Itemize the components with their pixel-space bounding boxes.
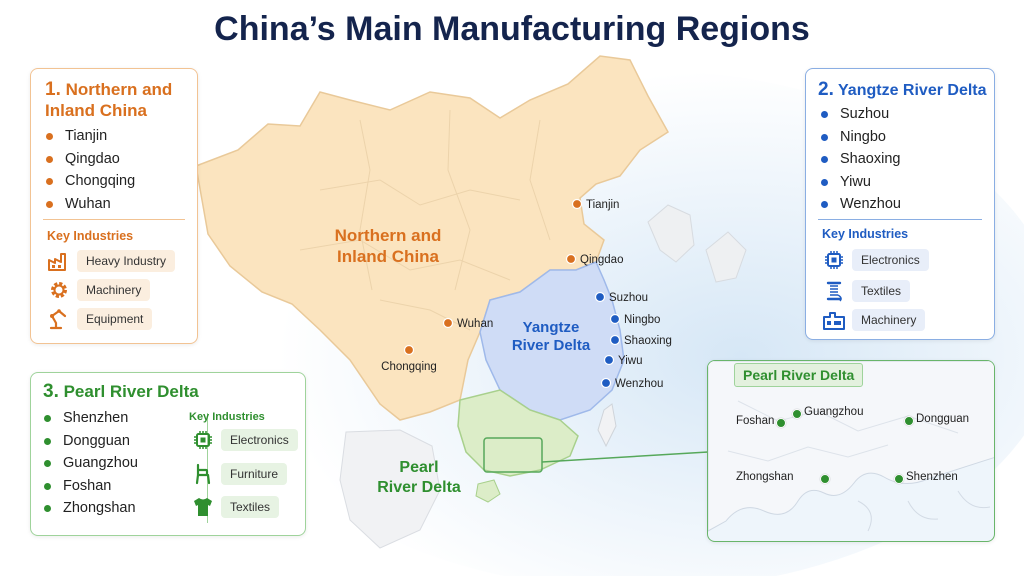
pearl-delta-highlight <box>483 437 543 473</box>
list-item: Tianjin <box>43 125 193 148</box>
list-item: Qingdao <box>43 148 193 171</box>
list-item: Zhongshan <box>41 497 201 520</box>
list-item: Wenzhou <box>818 193 988 216</box>
yangtze-region-panel: 2. Yangtze River Delta Suzhou Ningbo Sha… <box>805 68 995 340</box>
pearl-delta-inset-map: Pearl River Delta Foshan Guangzhou Dongg… <box>707 360 995 542</box>
yangtze-delta-region <box>479 261 625 421</box>
northern-region-label: Northern and <box>335 226 442 245</box>
yangtze-region-label: Yangtze <box>523 319 580 336</box>
city-marker-chongqing <box>403 344 415 356</box>
list-item: Yiwu <box>818 171 988 194</box>
inset-city-guangzhou: Guangzhou <box>792 406 863 419</box>
city-label-shaoxing: Shaoxing <box>624 335 672 347</box>
inset-city-foshan: Foshan <box>736 415 786 428</box>
northern-region-label-2: Inland China <box>337 247 440 266</box>
hainan-island <box>475 479 501 503</box>
city-label-yiwu: Yiwu <box>618 355 643 367</box>
city-label-suzhou: Suzhou <box>609 292 648 304</box>
list-item: Dongguan <box>41 430 201 453</box>
city-marker-yiwu <box>603 354 615 366</box>
list-item: Suzhou <box>818 103 988 126</box>
chip-icon <box>194 431 212 449</box>
factory-icon <box>48 253 66 271</box>
taiwan-island <box>597 403 617 448</box>
chip-icon <box>825 251 843 269</box>
city-marker-wenzhou <box>600 377 612 389</box>
city-label-tianjin: Tianjin <box>586 199 619 211</box>
list-item: Guangzhou <box>41 452 201 475</box>
list-item: Shaoxing <box>818 148 988 171</box>
pearl-key-industries-heading: Key Industries <box>189 411 265 423</box>
city-marker-ningbo <box>609 313 621 325</box>
page-title: China’s Main Manufacturing Regions <box>214 10 810 48</box>
inset-connector <box>541 451 709 463</box>
city-label-chongqing: Chongqing <box>381 361 437 373</box>
city-label-ningbo: Ningbo <box>624 314 660 326</box>
inset-land <box>708 361 994 532</box>
pearl-region-panel: 3. Pearl River Delta Shenzhen Dongguan G… <box>30 372 306 536</box>
list-item: Ningbo <box>818 126 988 149</box>
robotic-arm-icon <box>49 309 67 330</box>
thread-spool-icon <box>826 281 842 302</box>
inset-city-dongguan: Dongguan <box>904 413 969 426</box>
northern-region-panel: 1. Northern and Inland China Tianjin Qin… <box>30 68 198 344</box>
pearl-city-list: Shenzhen Dongguan Guangzhou Foshan Zhong… <box>41 407 201 520</box>
city-label-wuhan: Wuhan <box>457 318 493 330</box>
divider <box>43 219 185 220</box>
city-marker-shaoxing <box>609 334 621 346</box>
northern-city-list: Tianjin Qingdao Chongqing Wuhan <box>43 125 193 215</box>
gear-icon <box>51 282 67 298</box>
city-marker-tianjin <box>571 198 583 210</box>
divider <box>818 219 982 220</box>
yangtze-region-label-2: River Delta <box>512 337 591 354</box>
chair-icon <box>195 463 211 485</box>
city-marker-suzhou <box>594 291 606 303</box>
divider <box>207 413 208 523</box>
list-item: Foshan <box>41 475 201 498</box>
city-marker-qingdao <box>565 253 577 265</box>
yangtze-key-industries-heading: Key Industries <box>822 227 909 241</box>
pearl-panel-title: 3. Pearl River Delta <box>43 381 199 402</box>
northern-key-industries-heading: Key Industries <box>47 229 134 243</box>
yangtze-panel-title: 2. Yangtze River Delta <box>818 79 987 100</box>
pearl-region-label-2: River Delta <box>377 479 461 496</box>
list-item: Shenzhen <box>41 407 201 430</box>
pearl-delta-region <box>457 389 579 477</box>
northern-inland-region <box>195 55 669 421</box>
inset-city-zhongshan: Zhongshan <box>736 471 830 484</box>
list-item: Wuhan <box>43 193 193 216</box>
pearl-region-label: Pearl <box>399 459 438 476</box>
yangtze-city-list: Suzhou Ningbo Shaoxing Yiwu Wenzhou <box>818 103 988 216</box>
factory-machine-icon <box>823 312 845 330</box>
city-label-qingdao: Qingdao <box>580 254 623 266</box>
city-label-wenzhou: Wenzhou <box>615 378 663 390</box>
province-lines <box>299 109 551 331</box>
northern-panel-title: 1. Northern and Inland China <box>45 79 173 120</box>
southeast-asia-land <box>339 429 441 549</box>
inset-city-shenzhen: Shenzhen <box>894 471 958 484</box>
t-shirt-icon <box>194 498 212 516</box>
list-item: Chongqing <box>43 170 193 193</box>
inset-title: Pearl River Delta <box>734 363 864 387</box>
korea-japan-land <box>647 204 747 283</box>
city-marker-wuhan <box>442 317 454 329</box>
